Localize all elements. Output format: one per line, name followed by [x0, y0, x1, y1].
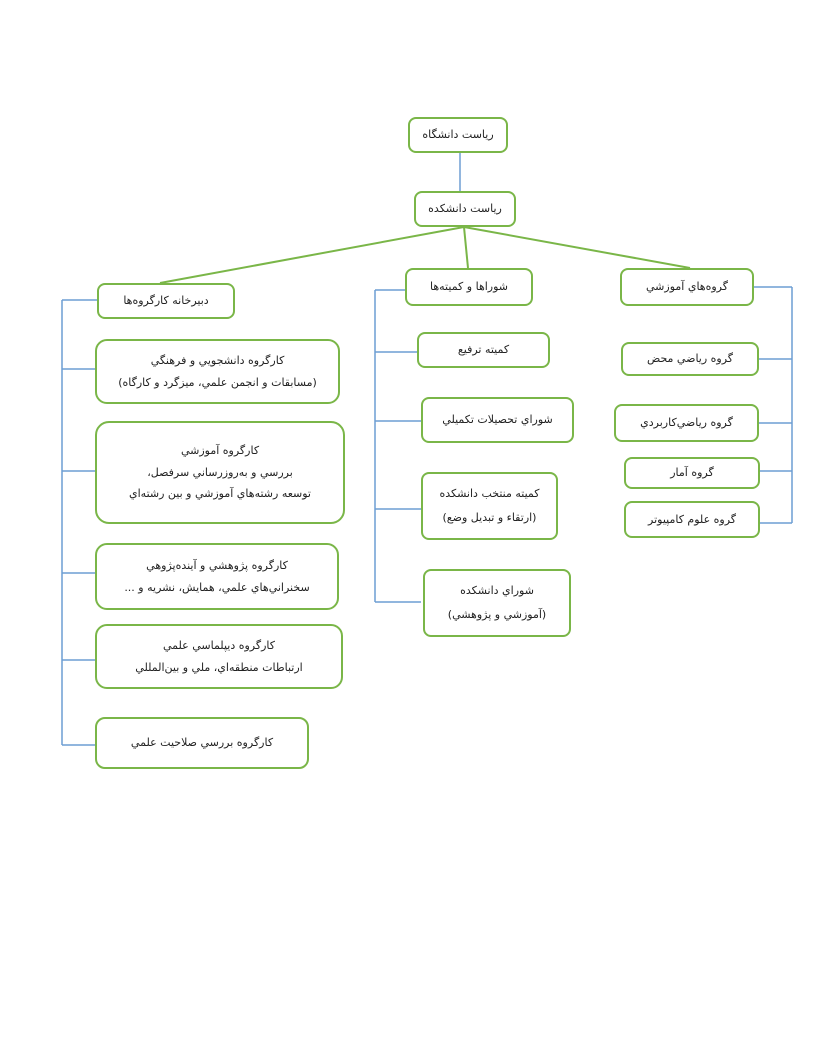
university-presidency-box: رياست دانشگاه [408, 117, 508, 153]
department-box-applied-math: گروه رياضي‌كاربردي [614, 404, 759, 442]
workgroup-box-science-diplomacy: كارگروه ديپلماسي علمي ارتباطات منطقه‌اي،… [95, 624, 343, 689]
workgroup-line: كارگروه آموزشي [180, 443, 260, 457]
tree-lines [61, 286, 793, 746]
workgroup-line: سخنراني‌هاي علمي، همايش، نشريه و ... [124, 580, 310, 594]
secretariat-title: دبيرخانه كارگروه‌ها [123, 294, 209, 308]
connector-faculty-to-councils [463, 226, 469, 269]
council-box-faculty-council: شوراي دانشكده (آموزشي و پژوهشي) [423, 569, 571, 637]
workgroup-box-education: كارگروه آموزشي بررسي و به‌روزرساني سرفصل… [95, 421, 345, 524]
department-box-computer-science: گروه علوم كامپيوتر [624, 501, 760, 538]
workgroup-line: بررسي و به‌روزرساني سرفصل، [147, 465, 293, 479]
workgroup-line: (مسابقات و انجمن علمي، ميزگرد و كارگاه) [118, 375, 317, 389]
council-box-graduate-council: شوراي تحصيلات تكميلي [421, 397, 574, 443]
councils-header-box: شوراها و كميته‌ها [405, 268, 533, 306]
connector-faculty-to-departments [463, 226, 691, 269]
council-line: (ارتقاء و تبديل وضع) [442, 511, 537, 524]
faculty-presidency-box: رياست دانشكده [414, 191, 516, 227]
department-label: گروه رياضي محض [646, 352, 734, 366]
department-label: گروه آمار [670, 466, 714, 480]
councils-title: شوراها و كميته‌ها [430, 280, 509, 294]
departments-title: گروه‌هاي آموزشي [646, 280, 728, 294]
council-line: كميته منتخب دانشكده [439, 487, 540, 501]
department-label: گروه رياضي‌كاربردي [640, 416, 733, 430]
department-box-pure-math: گروه رياضي محض [621, 342, 759, 376]
connector-faculty-to-secretariat [159, 226, 465, 284]
council-box-selected-committee: كميته منتخب دانشكده (ارتقاء و تبديل وضع) [421, 472, 558, 540]
top-connectors [159, 153, 691, 284]
workgroup-line: كارگروه بررسي صلاحيت علمي [130, 736, 274, 750]
workgroup-line: كارگروه پژوهشي و آينده‌پژوهي [146, 558, 288, 572]
council-line: (آموزشي و پژوهشي) [447, 608, 547, 621]
workgroup-box-qualification: كارگروه بررسي صلاحيت علمي [95, 717, 309, 769]
workgroup-line: ارتباطات منطقه‌اي، ملي و بين‌المللي [135, 660, 303, 674]
workgroup-box-research: كارگروه پژوهشي و آينده‌پژوهي سخنراني‌هاي… [95, 543, 339, 610]
workgroup-line: كارگروه ديپلماسي علمي [162, 638, 276, 652]
council-box-promotion-committee: كميته ترفيع [417, 332, 550, 368]
secretariat-header-box: دبيرخانه كارگروه‌ها [97, 283, 235, 319]
university-presidency-label: رياست دانشگاه [422, 128, 494, 142]
workgroup-line: كارگروه دانشجويي و فرهنگي [150, 353, 285, 367]
council-line: كميته ترفيع [457, 343, 510, 357]
department-label: گروه علوم كامپيوتر [648, 512, 737, 526]
departments-header-box: گروه‌هاي آموزشي [620, 268, 754, 306]
workgroup-box-student-cultural: كارگروه دانشجويي و فرهنگي (مسابقات و انج… [95, 339, 340, 404]
department-box-statistics: گروه آمار [624, 457, 760, 489]
council-line: شوراي تحصيلات تكميلي [442, 413, 553, 427]
faculty-presidency-label: رياست دانشكده [428, 202, 502, 216]
workgroup-line: توسعه رشته‌هاي آموزشي و بين رشته‌اي [129, 487, 311, 501]
council-line: شوراي دانشكده [460, 584, 534, 598]
